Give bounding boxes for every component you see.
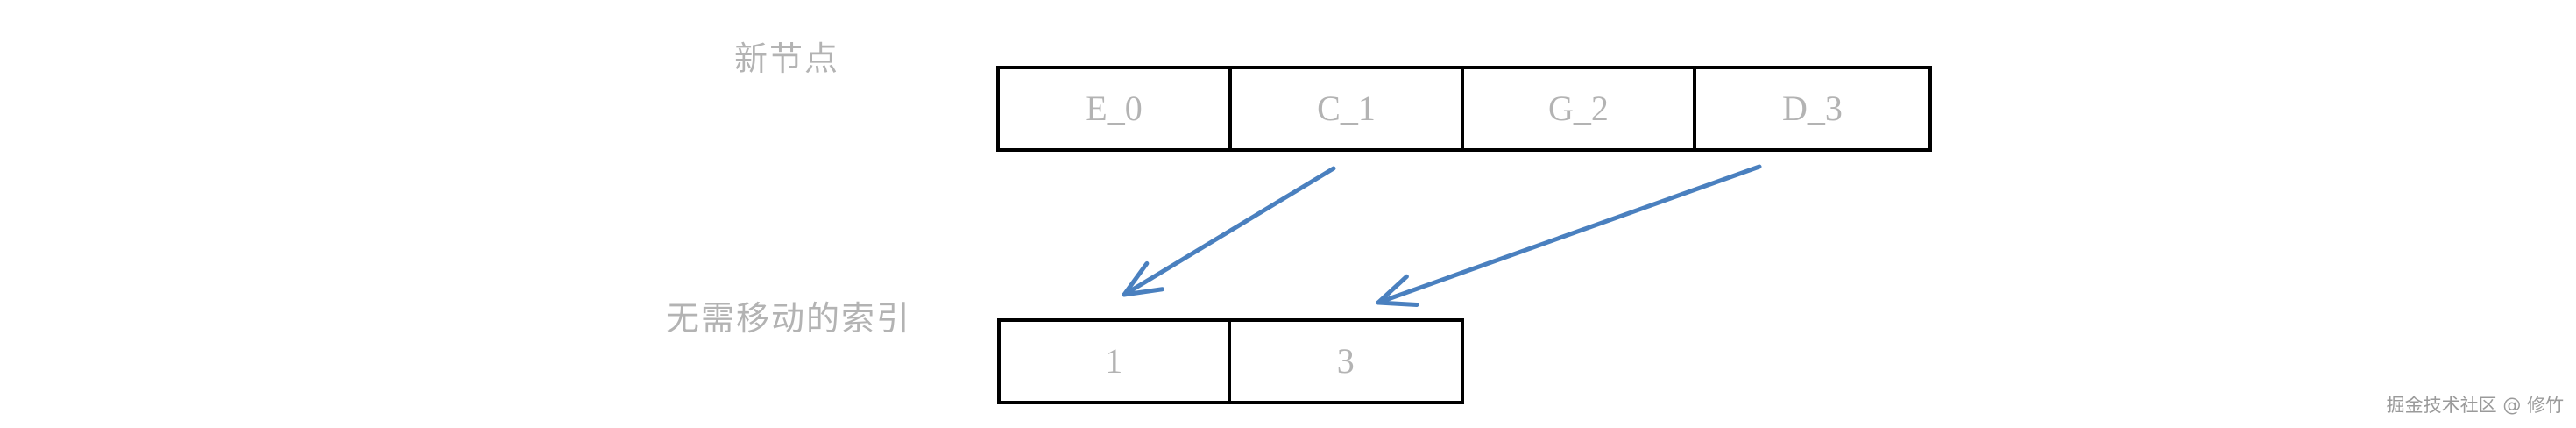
- cell-stable-index-1: 3: [1336, 341, 1355, 381]
- table-new-node: E_0 C_1 G_2 D_3: [996, 66, 1932, 152]
- row-label-new-node: 新节点: [734, 39, 840, 78]
- cell-stable-index-0: 1: [1001, 322, 1231, 401]
- arrow-shaft: [1122, 166, 1336, 297]
- arrow-d3-to-index-3: [1376, 164, 1762, 308]
- arrow-head: [1122, 260, 1165, 297]
- arrow-c1-to-index-1: [1122, 166, 1336, 297]
- watermark: 掘金技术社区 @ 修竹: [2386, 395, 2564, 416]
- row-label-stable-index: 无需移动的索引: [666, 299, 912, 338]
- arrow-shaft: [1376, 164, 1762, 305]
- table-stable-index: 1 3: [997, 318, 1464, 404]
- cell-new-node-1: C_1: [1232, 69, 1464, 148]
- cell-new-node-0: E_0: [1000, 69, 1232, 148]
- cell-new-node-3: D_3: [1782, 89, 1843, 128]
- arrow-head: [1376, 274, 1419, 308]
- cell-new-node-2: G_2: [1464, 69, 1696, 148]
